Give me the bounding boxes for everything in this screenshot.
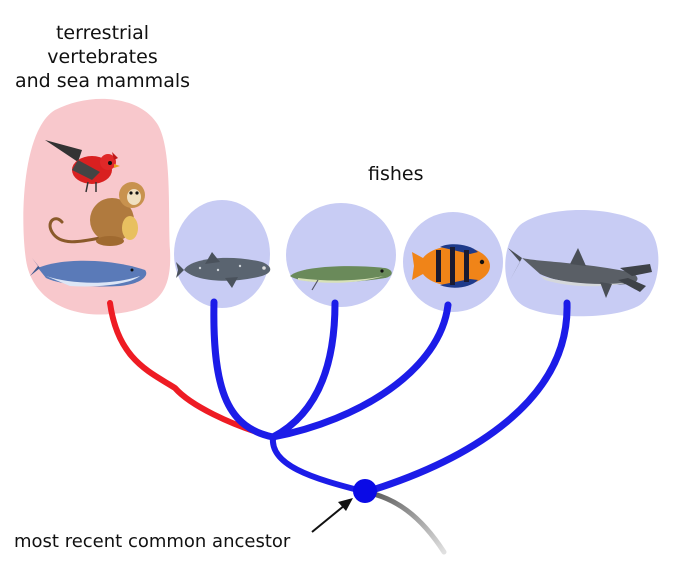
lungfish-group-blob xyxy=(286,203,396,307)
terrestrial-label-line-2: vertebrates xyxy=(47,46,158,68)
cardinal-icon xyxy=(45,140,120,193)
fishes-label: fishes xyxy=(368,163,424,185)
crown-branch xyxy=(269,434,369,495)
coelacanth-group-blob xyxy=(174,200,270,308)
monkey-icon xyxy=(48,182,145,246)
terrestrial-label-line-1: terrestrial xyxy=(55,22,150,44)
ancestor-arrow-head xyxy=(338,498,353,511)
shark-branch xyxy=(362,299,571,496)
terrestrial-vertebrates-label: terrestrial vertebrates and sea mammals xyxy=(10,21,195,93)
coelacanth-branch xyxy=(210,298,277,441)
terrestrial-label-line-3: and sea mammals xyxy=(14,70,191,92)
lungfish-icon xyxy=(290,266,392,291)
whale-icon xyxy=(30,258,147,287)
root-branch xyxy=(363,489,447,555)
angelfish-branch xyxy=(269,301,452,441)
angelfish-icon xyxy=(412,244,490,288)
lungfish-branch xyxy=(269,299,339,441)
coelacanth-icon xyxy=(176,252,271,288)
ancestor-label: most recent common ancestor xyxy=(14,531,291,552)
shark-icon xyxy=(508,248,652,298)
ancestor-arrow-line xyxy=(311,504,346,533)
ancestor-node xyxy=(353,479,377,503)
terrestrial-branch xyxy=(107,300,276,440)
